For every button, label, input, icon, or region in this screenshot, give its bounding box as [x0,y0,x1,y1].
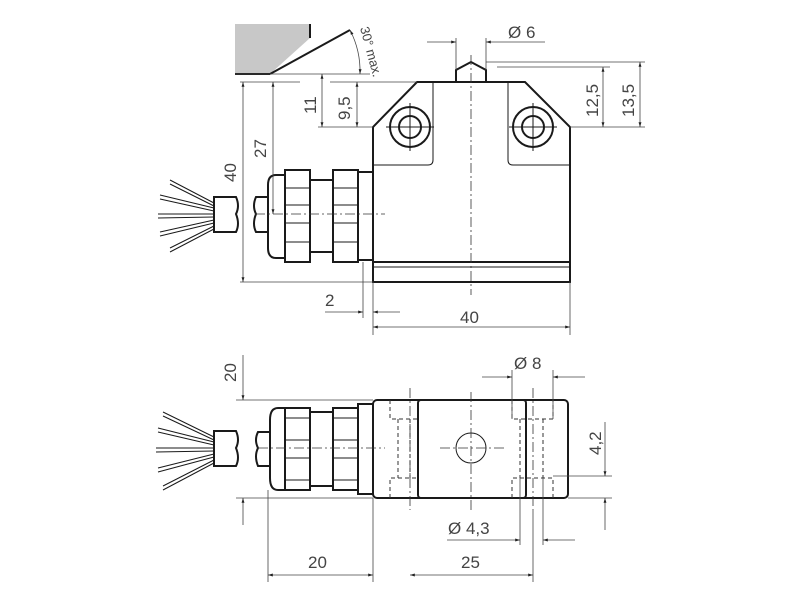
dim-13-5: 13,5 [619,84,638,117]
dim-12-5: 12,5 [583,84,602,117]
dim-2: 2 [325,291,334,310]
dim-9-5: 9,5 [335,96,354,120]
cable-gland-top [253,169,385,263]
dim-diameter-4-3: Ø 4,3 [448,519,490,538]
dim-diameter-8: Ø 8 [514,354,541,373]
dim-40-height: 40 [221,163,240,182]
dim-20-length: 20 [308,553,327,572]
dim-40-width: 40 [460,308,479,327]
dim-20-height: 20 [221,363,240,382]
dim-27: 27 [251,139,270,158]
cable-gland-bottom [255,403,385,495]
switch-body-bottom [372,399,569,499]
dim-diameter-6: Ø 6 [508,23,535,42]
angle-label: 30° max. [357,25,385,79]
bottom-view: 20 Ø 8 4,2 Ø 4,3 20 25 [155,354,612,582]
top-view: 30° max. [157,23,645,335]
wire-bundle-bottom [155,411,239,491]
wire-bundle-top [157,179,239,253]
dim-11: 11 [301,96,320,114]
dim-25: 25 [461,553,480,572]
actuating-cam [235,24,310,74]
switch-body-top [372,81,571,283]
dim-4-2: 4,2 [586,431,605,455]
